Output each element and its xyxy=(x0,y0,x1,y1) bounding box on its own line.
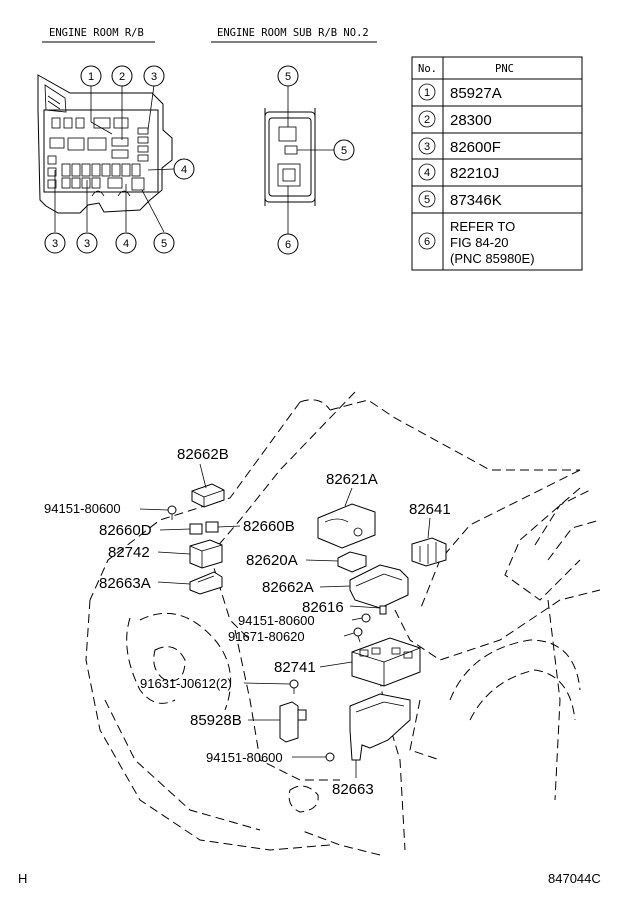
callout-rb-5: 5 xyxy=(161,238,167,250)
table-row-pnc: 82210J xyxy=(450,165,499,182)
callout-rb-4b: 4 xyxy=(123,238,129,250)
table-col-no: No. xyxy=(418,63,437,75)
callout-rb-1: 1 xyxy=(88,71,94,83)
callout-rb-3b: 3 xyxy=(52,238,58,250)
label-82663A: 82663A xyxy=(99,575,151,592)
table-row-pnc-line: (PNC 85980E) xyxy=(450,251,535,266)
callout-circle-4b xyxy=(115,232,137,254)
callout-circle-3b xyxy=(44,232,66,254)
label-82662B: 82662B xyxy=(177,446,229,463)
callout-circle-5 xyxy=(153,232,175,254)
part-labels: 82662B 94151-80600 82660D 82660B 82742 8… xyxy=(44,446,451,798)
table-row-no: 4 xyxy=(424,167,430,179)
label-82741: 82741 xyxy=(274,659,316,676)
label-82660D: 82660D xyxy=(99,522,152,539)
callout-sub-5b: 5 xyxy=(341,145,347,157)
callout-circle-3 xyxy=(143,65,165,87)
callout-circle-3c xyxy=(76,232,98,254)
vehicle-outline xyxy=(85,391,601,856)
callout-circle-2 xyxy=(111,65,133,87)
engine-room-sub-rb-drawing: 5 5 6 xyxy=(264,65,355,255)
parts xyxy=(167,483,447,762)
label-82641: 82641 xyxy=(409,501,451,518)
footer-figure-code: 847044C xyxy=(548,871,601,886)
label-82660B: 82660B xyxy=(243,518,295,535)
label-82663: 82663 xyxy=(332,781,374,798)
label-82616: 82616 xyxy=(302,599,344,616)
engine-room-rb-drawing xyxy=(37,74,173,214)
table-row-pnc: 85927A xyxy=(450,85,502,102)
header-engine-room-rb: ENGINE ROOM R/B xyxy=(49,27,144,39)
table-row-no: 6 xyxy=(424,236,430,248)
callout-circle-1 xyxy=(80,65,102,87)
label-82620A: 82620A xyxy=(246,552,298,569)
leader-lines xyxy=(139,463,431,778)
table-row-pnc: 28300 xyxy=(450,112,492,129)
callout-sub-5: 5 xyxy=(285,71,291,83)
label-82662A: 82662A xyxy=(262,579,314,596)
label-82742: 82742 xyxy=(108,544,150,561)
table-row-no: 5 xyxy=(424,194,430,206)
table-row-no: 3 xyxy=(424,141,430,153)
label-94151-c: 94151-80600 xyxy=(206,750,283,765)
table-row-no: 1 xyxy=(424,87,430,99)
table-row-no: 2 xyxy=(424,114,430,126)
pnc-table: No. PNC 1 85927A 2 28300 3 82600F 4 8221… xyxy=(411,56,583,271)
label-82621A: 82621A xyxy=(326,471,378,488)
table-row-pnc: 82600F xyxy=(450,139,501,156)
table-row-pnc-line: FIG 84-20 xyxy=(450,235,509,250)
callout-rb-3: 3 xyxy=(151,71,157,83)
label-91631: 91631-J0612(2) xyxy=(140,676,232,691)
callout-rb-3c: 3 xyxy=(84,238,90,250)
footer-left: H xyxy=(18,871,27,886)
table-col-pnc: PNC xyxy=(495,63,514,75)
label-85928B: 85928B xyxy=(190,712,242,729)
label-94151-b: 94151-80600 xyxy=(238,613,315,628)
callout-circle-4 xyxy=(173,158,195,180)
rb-callouts: 1 2 3 4 3 3 4 5 xyxy=(44,65,195,254)
label-91671: 91671-80620 xyxy=(228,629,305,644)
callout-sub-6: 6 xyxy=(285,239,291,251)
label-94151-a: 94151-80600 xyxy=(44,501,121,516)
header-engine-room-sub-rb: ENGINE ROOM SUB R/B NO.2 xyxy=(217,27,369,39)
callout-rb-2: 2 xyxy=(119,71,125,83)
table-row-pnc-line: REFER TO xyxy=(450,219,515,234)
callout-rb-4: 4 xyxy=(181,164,187,176)
table-row-pnc: 87346K xyxy=(450,192,502,209)
